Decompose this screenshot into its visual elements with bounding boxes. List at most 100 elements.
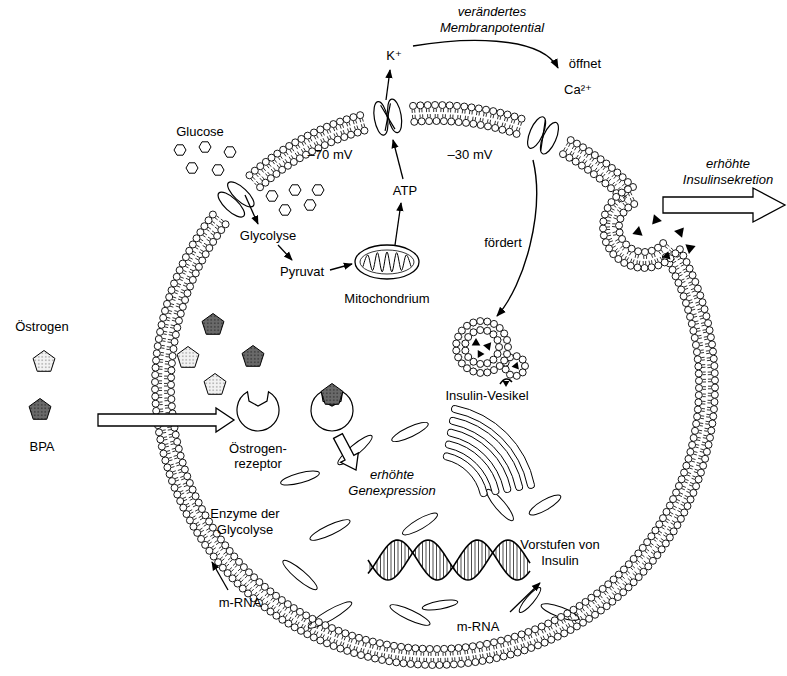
lipid-tail (160, 359, 163, 360)
lipid-tail (190, 512, 193, 514)
lipid-head (518, 631, 525, 638)
lipid-head (559, 151, 566, 158)
lipid-tail (212, 221, 215, 223)
lipid-tail (631, 568, 634, 570)
lipid-tail (607, 220, 610, 221)
lipid-tail (324, 629, 325, 632)
lipid-head (484, 123, 491, 130)
lipid-head (154, 343, 161, 350)
lipid-head (470, 329, 477, 336)
lipid-head (616, 222, 623, 229)
lipid-tail (211, 233, 214, 235)
lipid-tail (193, 263, 196, 265)
lipid-tail (483, 113, 485, 116)
lipid-head (153, 407, 160, 414)
lipid-tail (447, 658, 448, 661)
lipid-tail (199, 241, 202, 243)
lipid-tail (388, 654, 390, 657)
golgi-cisterna (449, 417, 522, 490)
lipid-tail (610, 588, 612, 591)
lipid-tail (327, 636, 328, 639)
lipid-head (334, 136, 341, 143)
lipid-tail (590, 610, 592, 613)
lipid-head (166, 471, 173, 478)
lipid-head (680, 252, 687, 259)
lipid-tail (436, 109, 437, 112)
lipid-tail (426, 658, 427, 661)
text-label: erhöhte Genexpression (342, 467, 442, 498)
base-pair (482, 541, 483, 569)
lipid-head (337, 645, 344, 652)
lipid-tail (225, 554, 228, 556)
lipid-tail (429, 109, 430, 112)
lipid-tail (330, 637, 331, 640)
lipid-tail (223, 552, 226, 554)
lipid-tail (646, 549, 649, 551)
lipid-tail (174, 293, 177, 294)
lipid-tail (279, 163, 281, 166)
lipid-tail (159, 383, 162, 384)
reticulum-sac (517, 585, 544, 615)
lipid-tail (610, 241, 613, 242)
lipid-head (693, 420, 700, 427)
lipid-tail (693, 313, 696, 315)
lipid-tail (701, 411, 704, 412)
sugar-hexagon (312, 185, 324, 195)
lipid-tail (271, 169, 273, 172)
lipid-tail (435, 114, 436, 117)
lipid-tail (169, 436, 172, 438)
lipid-tail (568, 617, 570, 620)
lipid-tail (513, 120, 515, 123)
lipid-head (365, 653, 372, 660)
lipid-tail (347, 123, 348, 126)
lipid-tail (607, 223, 610, 225)
lipid-tail (426, 109, 427, 112)
lipid-tail (583, 159, 585, 162)
lipid-tail (350, 645, 351, 648)
lipid-head (687, 448, 694, 455)
lipid-tail (440, 109, 441, 112)
flow-arrow (212, 562, 228, 590)
lipid-tail (487, 119, 489, 122)
cristae (363, 252, 411, 272)
lipid-tail (181, 479, 184, 480)
lipid-head (209, 211, 216, 218)
lipid-head (182, 254, 189, 261)
lipid-tail (669, 250, 672, 252)
lipid-head (170, 345, 177, 352)
lipid-head (432, 102, 439, 109)
lipid-tail (178, 486, 181, 487)
text-label: Vorstufen von Insulin (520, 537, 600, 568)
lipid-tail (537, 638, 538, 641)
lipid-tail (625, 201, 627, 204)
hormone-triangle (478, 350, 485, 358)
lipid-tail (435, 653, 436, 656)
lipid-head (584, 166, 591, 173)
lipid-tail (212, 537, 215, 539)
lipid-head (497, 637, 504, 644)
lipid-head (470, 319, 477, 326)
lipid-tail (178, 284, 181, 285)
lipid-tail (706, 421, 709, 422)
lipid-head (453, 102, 460, 109)
lipid-tail (163, 338, 166, 340)
lipid-tail (607, 177, 609, 180)
lipid-tail (663, 525, 666, 527)
lipid-tail (699, 337, 702, 339)
lipid-tail (177, 286, 180, 287)
lipid-head (414, 661, 421, 668)
lipid-head (391, 642, 398, 649)
lipid-head (184, 473, 191, 480)
lipid-tail (454, 657, 455, 660)
lipid-tail (165, 361, 168, 362)
lipid-tail (457, 110, 458, 113)
lipid-head (177, 498, 184, 505)
golgi-stack (443, 405, 534, 496)
lipid-tails (564, 147, 628, 196)
lipid-head (172, 431, 179, 438)
lipid-tail (273, 599, 275, 602)
lipid-tail (421, 109, 422, 112)
lipid-head (709, 341, 716, 348)
lipid-head (462, 347, 469, 354)
lipid-head (160, 314, 167, 321)
